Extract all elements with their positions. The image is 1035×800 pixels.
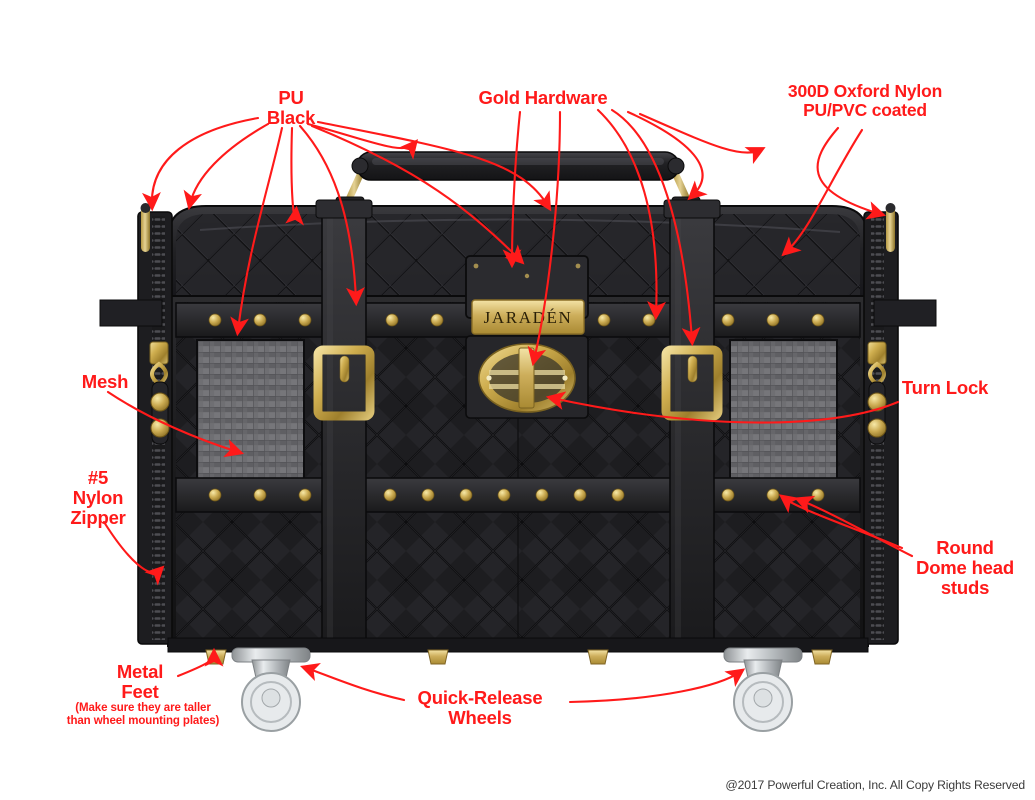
quick-release-wheel <box>733 659 793 732</box>
annotation-label-gold-hardware: Gold Hardware <box>478 87 608 108</box>
annotation-label-nylon-zipper: #5 Nylon Zipper <box>70 467 126 528</box>
turn-lock-hardware <box>478 343 576 413</box>
annotation-label-quick-release-wheels: Quick-Release Wheels <box>417 687 543 728</box>
annotation-label-mesh: Mesh <box>81 371 129 392</box>
annotation-note-metal-feet: (Make sure they are taller than wheel mo… <box>66 702 220 728</box>
copyright-notice: @2017 Powerful Creation, Inc. All Copy R… <box>725 778 1025 792</box>
annotation-label-dome-studs: Round Dome head studs <box>916 537 1014 598</box>
annotation-label-pu-black: PU Black <box>266 87 316 128</box>
annotation-label-oxford-nylon: 300D Oxford Nylon PU/PVC coated <box>787 81 943 120</box>
quick-release-wheel <box>241 659 301 732</box>
front-center-panel: JARADÉN <box>465 255 589 419</box>
annotation-label-metal-feet: Metal Feet <box>116 661 164 702</box>
bag-base <box>167 637 869 732</box>
top-handle <box>335 151 701 214</box>
annotation-label-turn-lock: Turn Lock <box>901 377 989 398</box>
wheel-mount-plate <box>231 647 803 663</box>
brand-plate-text: JARADÉN <box>484 308 573 327</box>
left-side-zipper <box>99 203 173 645</box>
